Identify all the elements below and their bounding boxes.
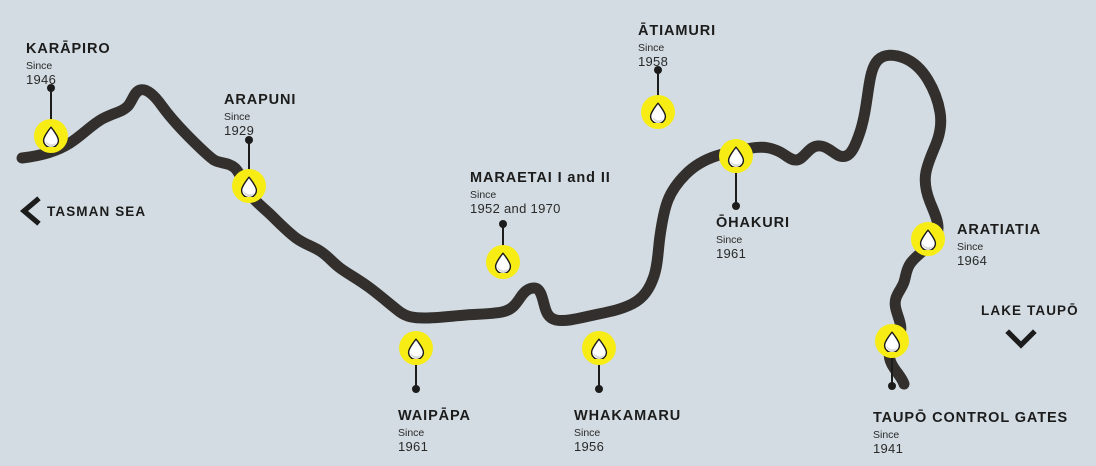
station-year: 1941 [873,441,904,457]
connector-maraetai [502,224,504,262]
station-label-taupo-gates[interactable]: TAUPŌ CONTROL GATES Since 1941 [873,410,1069,457]
station-name: ARAPUNI [224,92,297,108]
pin-atiamuri[interactable] [641,95,675,129]
water-droplet-icon [407,338,425,359]
water-droplet-icon [494,252,512,273]
connector-karapiro [50,88,52,128]
pin-whakamaru[interactable] [582,331,616,365]
connector-whakamaru [598,365,600,391]
connector-waipapa [415,365,417,391]
connector-dot-arapuni [244,136,253,144]
station-label-karapiro[interactable]: KARĀPIRO Since 1946 [26,41,111,88]
connector-dot-taupo-gates [887,382,896,390]
station-year: 1929 [224,123,255,139]
pin-arapuni[interactable] [232,169,266,203]
station-name: ĀTIAMURI [638,23,717,39]
station-since: Since [470,189,497,202]
connector-atiamuri [657,70,659,108]
chevron-down-icon [1005,327,1037,356]
station-label-ohakuri[interactable]: ŌHAKURI Since 1961 [716,215,790,262]
station-year: 1958 [638,54,669,70]
station-since: Since [26,60,53,73]
station-label-arapuni[interactable]: ARAPUNI Since 1929 [224,92,297,139]
station-since: Since [638,42,665,55]
connector-dot-karapiro [46,84,55,92]
station-since: Since [398,427,425,440]
water-droplet-icon [240,176,258,197]
water-droplet-icon [883,331,901,352]
station-name: WAIPĀPA [398,408,471,424]
station-year: 1964 [957,253,988,269]
station-since: Since [957,241,984,254]
station-since: Since [873,429,900,442]
pin-ohakuri[interactable] [719,139,753,173]
connector-dot-whakamaru [594,385,603,393]
station-name: ARATIATIA [957,222,1042,238]
station-year: 1956 [574,439,605,455]
station-label-waipapa[interactable]: WAIPĀPA Since 1961 [398,408,471,455]
station-since: Since [716,234,743,247]
station-year: 1946 [26,72,57,88]
pin-maraetai[interactable] [486,245,520,279]
station-name: TAUPŌ CONTROL GATES [873,410,1069,426]
pin-karapiro[interactable] [34,119,68,153]
connector-dot-maraetai [498,220,507,228]
station-name: MARAETAI I and II [470,170,611,186]
station-year: 1961 [398,439,429,455]
station-since: Since [574,427,601,440]
connector-dot-waipapa [411,385,420,393]
water-droplet-icon [42,126,60,147]
pin-aratiatia[interactable] [911,222,945,256]
station-name: WHAKAMARU [574,408,682,424]
station-year: 1961 [716,246,747,262]
station-label-maraetai[interactable]: MARAETAI I and II Since 1952 and 1970 [470,170,611,217]
connector-taupo-gates [891,358,893,386]
water-droplet-icon [649,102,667,123]
water-droplet-icon [919,229,937,250]
connector-dot-atiamuri [653,66,662,74]
station-name: ŌHAKURI [716,215,790,231]
station-name: KARĀPIRO [26,41,111,57]
connector-ohakuri [735,173,737,205]
connector-arapuni [248,140,250,180]
chevron-left-icon [18,196,42,231]
station-year: 1952 and 1970 [470,201,561,217]
pin-taupo-gates[interactable] [875,324,909,358]
station-label-atiamuri[interactable]: ĀTIAMURI Since 1958 [638,23,717,70]
station-label-whakamaru[interactable]: WHAKAMARU Since 1956 [574,408,682,455]
station-since: Since [224,111,251,124]
region-label-tasman-sea: TASMAN SEA [47,204,147,219]
region-label-lake-taupo: LAKE TAUPŌ [981,303,1079,318]
pin-waipapa[interactable] [399,331,433,365]
water-droplet-icon [727,146,745,167]
water-droplet-icon [590,338,608,359]
connector-dot-ohakuri [731,202,740,210]
station-label-aratiatia[interactable]: ARATIATIA Since 1964 [957,222,1042,269]
